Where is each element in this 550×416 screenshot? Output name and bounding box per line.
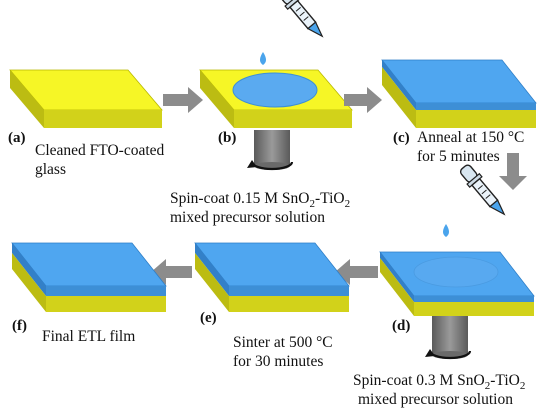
arrow-d-e xyxy=(335,259,378,285)
precursor-puddle xyxy=(413,256,499,288)
label-f-letter: (f) xyxy=(12,318,27,334)
label-f-line1: Final ETL film xyxy=(42,328,135,345)
label-a-line2: glass xyxy=(35,161,66,178)
label-d-line1: Spin-coat 0.3 M SnO2-TiO2 xyxy=(353,372,525,392)
pipette-icon xyxy=(443,164,506,237)
label-e-line1: Sinter at 500 °C xyxy=(233,334,333,351)
label-a-line1: Cleaned FTO-coated xyxy=(35,142,165,159)
spin-chuck xyxy=(432,313,468,355)
label-d-letter: (d) xyxy=(392,318,410,334)
arrow-c-d xyxy=(499,153,527,190)
spin-chuck xyxy=(254,130,290,166)
label-d-line2: mixed precursor solution xyxy=(358,391,513,408)
spin-coater-b xyxy=(247,130,294,171)
label-b-line2: mixed precursor solution xyxy=(170,209,325,226)
label-e-letter: (e) xyxy=(200,310,217,326)
substrate-c xyxy=(381,59,537,128)
pipette-icon xyxy=(260,0,324,65)
label-b-letter: (b) xyxy=(218,130,236,146)
arrow-e-f xyxy=(151,259,192,285)
label-c-letter: (c) xyxy=(393,130,410,146)
substrate-f xyxy=(11,242,167,312)
precursor-puddle xyxy=(232,72,318,108)
arrow-b-c xyxy=(344,87,382,113)
label-a-letter: (a) xyxy=(8,130,26,146)
substrate-a xyxy=(9,69,163,128)
spin-coater-d xyxy=(425,313,472,360)
substrate-d xyxy=(379,251,535,316)
substrate-e xyxy=(194,242,350,312)
label-c-line2: for 5 minutes xyxy=(417,148,500,165)
label-b-line1: Spin-coat 0.15 M SnO2-TiO2 xyxy=(170,190,350,210)
label-e-line2: for 30 minutes xyxy=(233,353,323,370)
substrate-b xyxy=(199,69,353,128)
label-c-line1: Anneal at 150 °C xyxy=(417,129,524,146)
arrow-a-b xyxy=(163,87,203,113)
